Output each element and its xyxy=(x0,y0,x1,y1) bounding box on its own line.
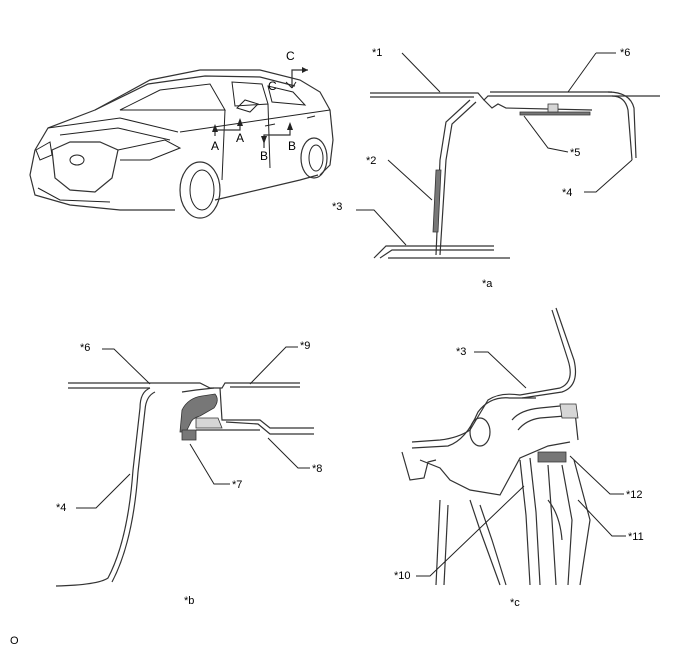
section-marker-b: B B xyxy=(260,122,296,163)
section-caption-c: *c xyxy=(510,597,520,609)
section-marker-c: C C xyxy=(268,49,308,93)
label-3: *3 xyxy=(332,201,342,213)
section-letter-b: B xyxy=(260,149,268,163)
label-4: *4 xyxy=(56,502,66,514)
section-caption-a: *a xyxy=(482,278,493,290)
label-9: *9 xyxy=(300,340,310,352)
section-marker-a: A A xyxy=(211,118,244,153)
label-5: *5 xyxy=(570,147,580,159)
detail-c: *3 *12 *11 *10 *c xyxy=(394,307,644,609)
label-12: *12 xyxy=(626,489,643,501)
section-letter-a: A xyxy=(211,139,219,153)
detail-b: *6 *9 *7 *8 *4 *b xyxy=(55,340,322,607)
label-10: *10 xyxy=(394,570,411,582)
section-letter-c: C xyxy=(286,49,295,63)
label-8: *8 xyxy=(312,463,322,475)
label-7: *7 xyxy=(232,479,242,491)
car-illustration xyxy=(29,69,334,219)
section-letter-c: C xyxy=(268,79,277,93)
label-6: *6 xyxy=(80,342,90,354)
detail-a: *1 *6 *2 *3 *5 *4 *a xyxy=(332,47,660,290)
label-6: *6 xyxy=(620,47,630,59)
label-1: *1 xyxy=(372,47,382,59)
section-letter-b: B xyxy=(288,139,296,153)
label-2: *2 xyxy=(366,155,376,167)
section-caption-b: *b xyxy=(184,595,194,607)
label-4: *4 xyxy=(562,187,572,199)
label-11: *11 xyxy=(628,531,644,543)
section-letter-a: A xyxy=(236,131,244,145)
label-3: *3 xyxy=(456,346,466,358)
illustration-code: O xyxy=(10,635,19,647)
